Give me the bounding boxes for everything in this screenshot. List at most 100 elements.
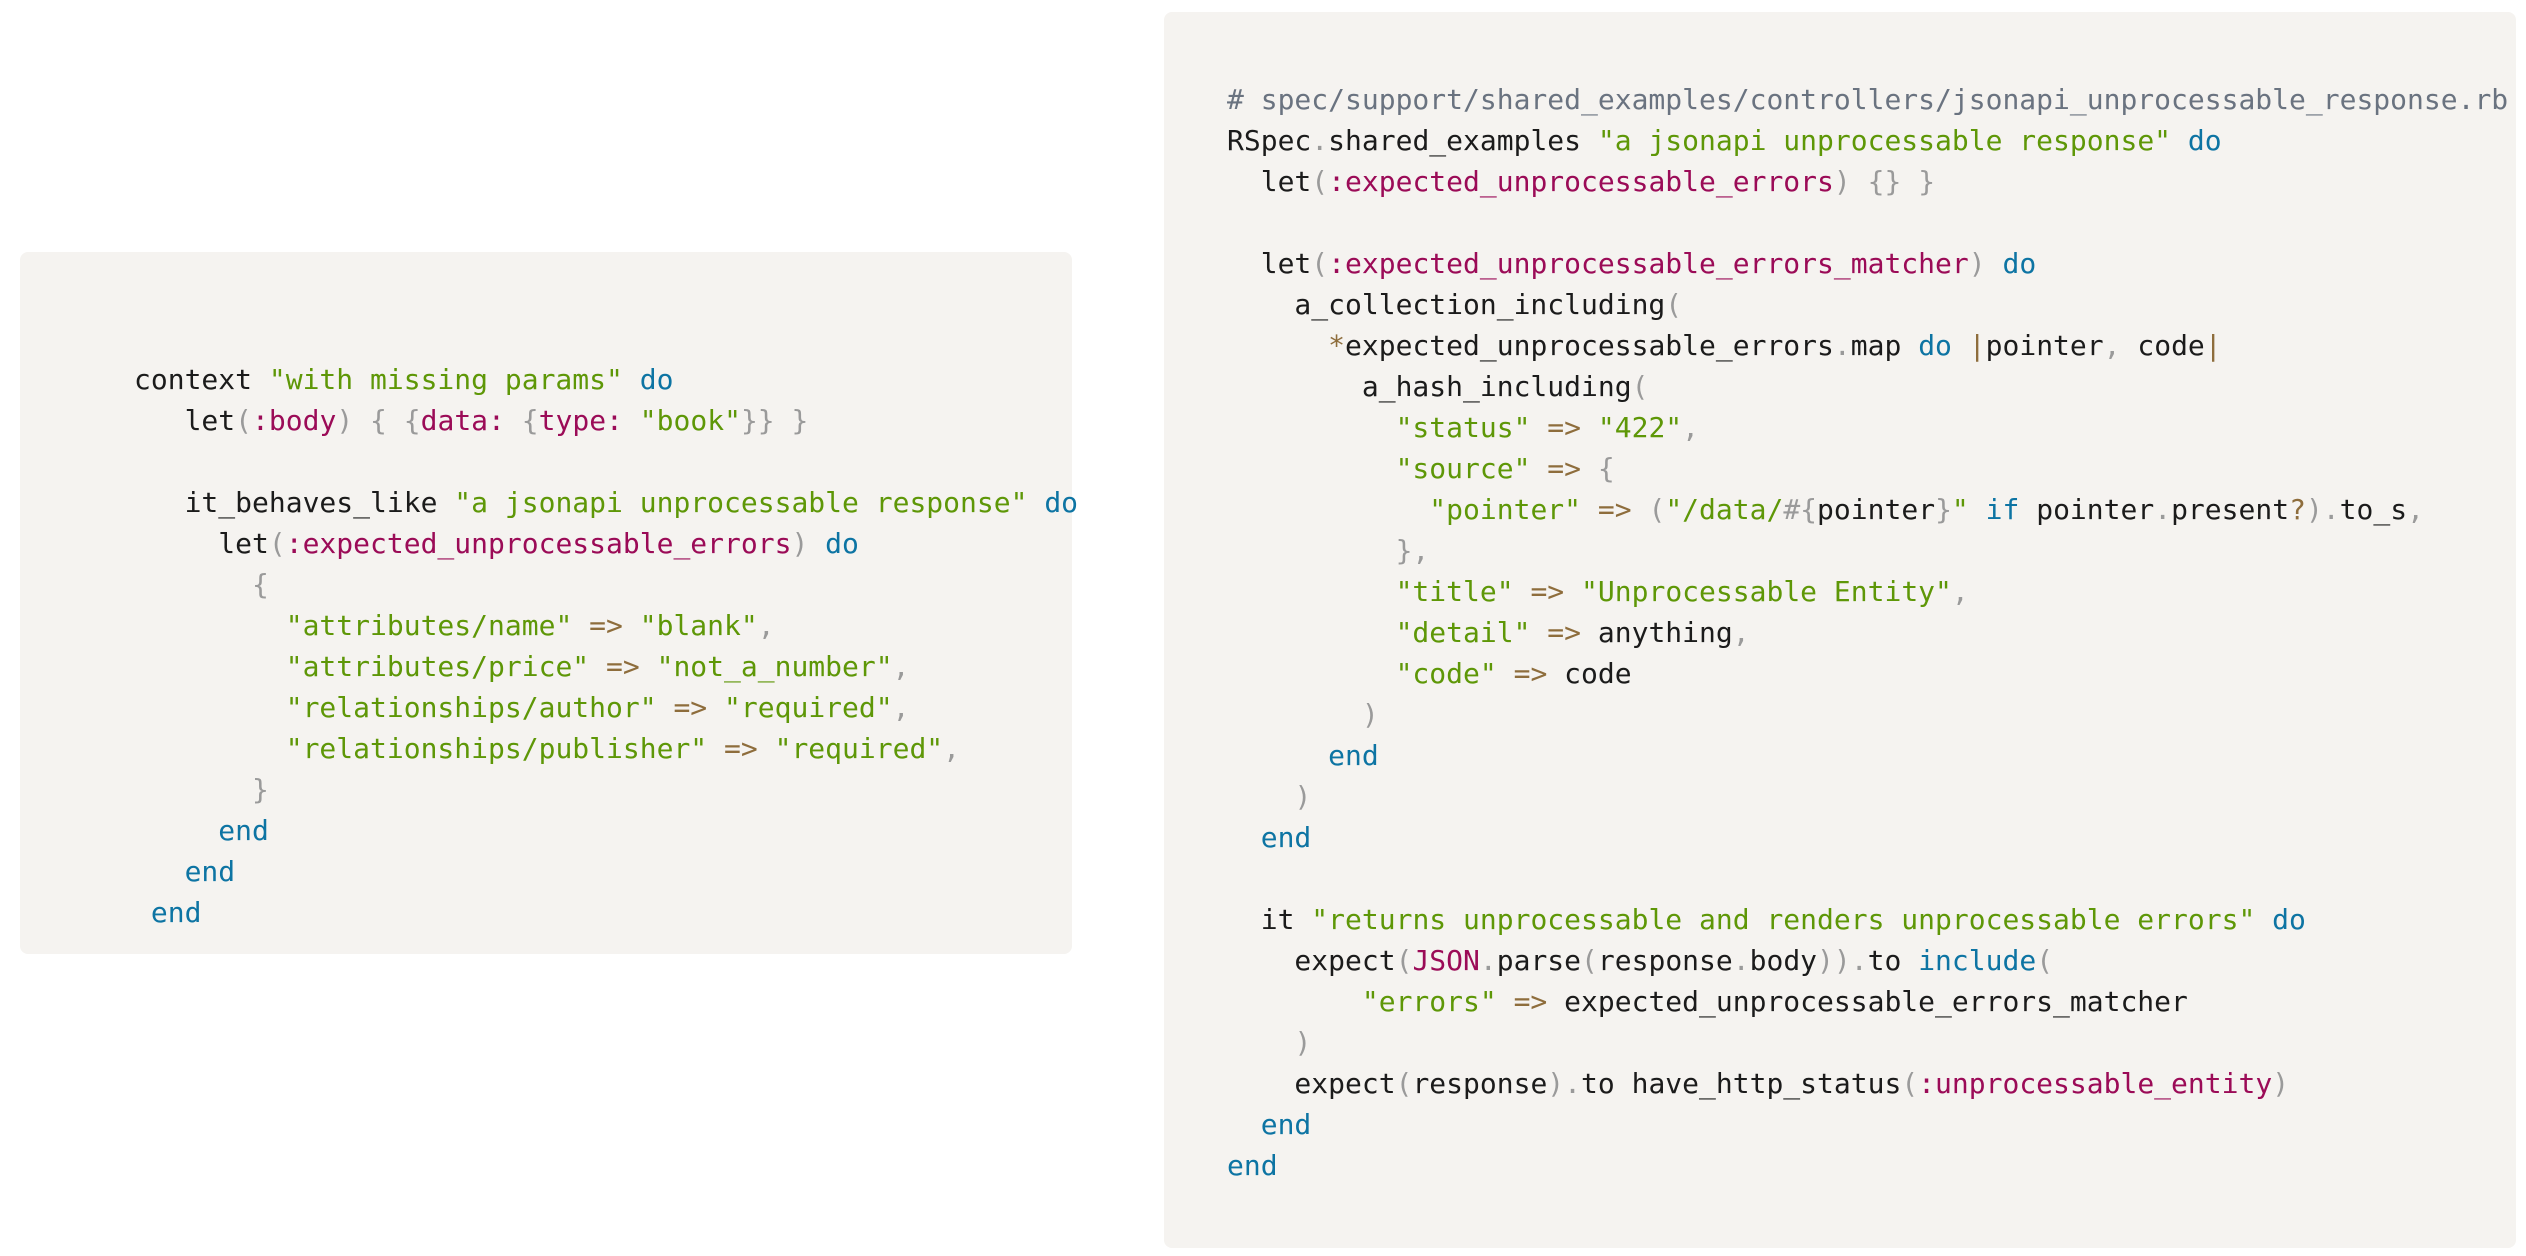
code-token: => — [1597, 493, 1632, 526]
code-token: if — [1985, 493, 2020, 526]
code-token — [134, 732, 286, 765]
code-token — [1581, 452, 1598, 485]
code-token: include — [1918, 944, 2037, 977]
code-token — [623, 363, 640, 396]
code-token: end — [1328, 739, 1379, 772]
code-token — [1227, 329, 1328, 362]
code-token: } — [791, 404, 809, 437]
code-token: ) — [1361, 698, 1379, 731]
code-token: "source" — [1395, 452, 1531, 485]
code-token: a_collection_including — [1227, 288, 1666, 321]
code-token: "blank" — [639, 609, 758, 642]
code-token: | — [2204, 329, 2222, 362]
code-token: "required" — [724, 691, 893, 724]
code-token: it — [1227, 903, 1312, 936]
code-line: } — [134, 769, 1078, 810]
code-token: "a jsonapi unprocessable response" — [1597, 124, 2172, 157]
code-listing-left: context "with missing params" do let(:bo… — [134, 318, 1078, 933]
code-token: }} — [740, 404, 775, 437]
code-token — [1227, 1108, 1261, 1141]
code-token: ( — [2036, 944, 2054, 977]
code-token: ) — [1294, 780, 1312, 813]
code-token: to — [1867, 944, 1919, 977]
code-token: " — [1951, 493, 1969, 526]
code-token: let — [1227, 165, 1312, 198]
code-line: end — [134, 810, 1078, 851]
code-token: map — [1850, 329, 1919, 362]
code-token — [134, 773, 252, 806]
code-token: end — [1260, 821, 1312, 854]
code-token: expect — [1227, 1067, 1396, 1100]
code-token: end — [1260, 1108, 1312, 1141]
code-token — [1227, 452, 1396, 485]
code-line: *expected_unprocessable_errors.map do |p… — [1227, 325, 2508, 366]
code-token — [657, 691, 674, 724]
code-token — [808, 527, 825, 560]
code-token: #{ — [1783, 493, 1818, 526]
code-token: ( — [1581, 944, 1598, 977]
code-line: "status" => "422", — [1227, 407, 2508, 448]
code-line: let(:expected_unprocessable_errors_match… — [1227, 243, 2508, 284]
code-token: ( — [1648, 493, 1666, 526]
code-token — [1227, 493, 1429, 526]
code-token — [1497, 985, 1514, 1018]
code-line: "detail" => anything, — [1227, 612, 2508, 653]
code-token: , — [892, 691, 910, 724]
code-token: do — [2002, 247, 2037, 280]
code-token — [589, 650, 606, 683]
code-token: a_hash_including — [1227, 370, 1632, 403]
code-token: :expected_unprocessable_errors — [1328, 165, 1834, 198]
code-token: to_s — [2339, 493, 2408, 526]
code-token — [134, 568, 252, 601]
code-token: parse — [1496, 944, 1582, 977]
code-line: ) — [1227, 694, 2508, 735]
code-token: "status" — [1395, 411, 1531, 444]
code-token — [1969, 493, 1986, 526]
code-block-right: # spec/support/shared_examples/controlle… — [1164, 12, 2516, 1248]
code-line: end — [134, 892, 1078, 933]
code-token — [1986, 247, 2003, 280]
code-token: response — [1597, 944, 1733, 977]
code-token: { — [252, 568, 269, 601]
code-line: RSpec.shared_examples "a jsonapi unproce… — [1227, 120, 2508, 161]
code-token: body — [1749, 944, 1818, 977]
code-token: # spec/support/shared_examples/controlle… — [1227, 83, 2509, 116]
code-token: , — [2103, 329, 2121, 362]
code-token: "a jsonapi unprocessable response" — [454, 486, 1028, 519]
code-token: , — [1682, 411, 1700, 444]
code-token: { — [403, 404, 421, 437]
code-token: "/data/ — [1665, 493, 1784, 526]
code-token: | — [1968, 329, 1986, 362]
code-token — [134, 896, 151, 929]
code-line: end — [1227, 1104, 2508, 1145]
code-token: ) — [1294, 1026, 1312, 1059]
code-token: "Unprocessable Entity" — [1581, 575, 1952, 608]
code-token — [387, 404, 404, 437]
code-token: } — [1935, 493, 1952, 526]
code-line: ) — [1227, 776, 2508, 817]
code-token: . — [1732, 944, 1750, 977]
code-token: expected_unprocessable_errors — [1345, 329, 1834, 362]
code-token: "relationships/author" — [285, 691, 657, 724]
code-token: "not_a_number" — [656, 650, 893, 683]
code-token: => — [606, 650, 640, 683]
code-token: "with missing params" — [268, 363, 623, 396]
code-token: :body — [252, 404, 337, 437]
code-token: :expected_unprocessable_errors — [285, 527, 792, 560]
code-line — [1227, 202, 2508, 243]
code-token: , — [2407, 493, 2424, 526]
code-token — [1952, 329, 1969, 362]
code-token: RSpec — [1227, 124, 1312, 157]
code-token — [1227, 739, 1328, 772]
code-line — [134, 441, 1078, 482]
code-token: => — [1513, 985, 1548, 1018]
code-token: ( — [1631, 370, 1649, 403]
code-line: it_behaves_like "a jsonapi unprocessable… — [134, 482, 1078, 523]
code-token: ( — [1311, 247, 1329, 280]
code-token — [1530, 616, 1547, 649]
code-token: => — [1513, 657, 1548, 690]
code-token — [1027, 486, 1044, 519]
code-token: it_behaves_like — [134, 486, 455, 519]
code-token: data: — [420, 404, 505, 437]
code-token: present — [2171, 493, 2290, 526]
